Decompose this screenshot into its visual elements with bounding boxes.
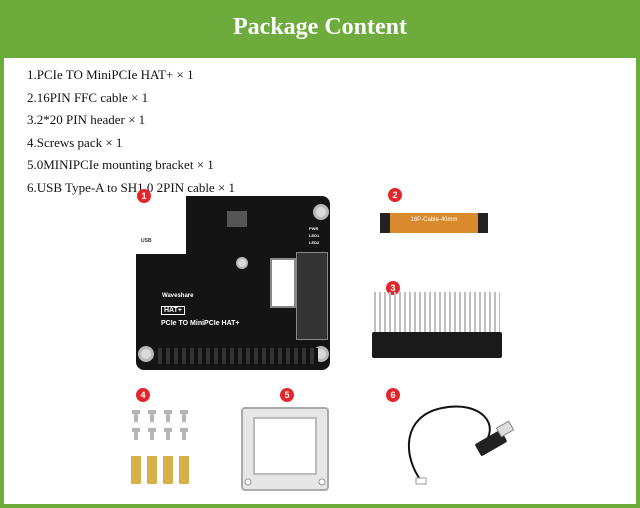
list-item: 5.0MINIPCIe mounting bracket × 1 — [27, 157, 214, 172]
usb-label: USB — [141, 238, 152, 244]
usb-cable-image — [408, 405, 515, 485]
pins — [374, 292, 500, 338]
badge-6: 6 — [386, 388, 400, 402]
mount-hole — [236, 257, 248, 269]
brand-label: Waveshare — [162, 293, 194, 299]
list-item: 3.2*20 PIN header × 1 — [27, 112, 146, 127]
pin-base — [372, 332, 502, 358]
inductor — [227, 211, 247, 227]
header-bar: Package Content — [0, 0, 640, 58]
badge-5: 5 — [280, 388, 294, 402]
badge-3: 3 — [386, 281, 400, 295]
badge-1: 1 — [137, 189, 151, 203]
mount-hole — [138, 346, 154, 362]
board-name-label: PCIe TO MiniPCIe HAT+ — [161, 320, 240, 327]
led1-label: LED1 — [309, 233, 320, 238]
list-item: 2.16PIN FFC cable × 1 — [27, 89, 149, 105]
pin-header-image — [372, 292, 502, 366]
cable-label: 16P-Cable-40mm — [410, 217, 458, 223]
ffc-cable-image: 16P-Cable-40mm — [380, 213, 488, 233]
mount-hole — [313, 204, 329, 220]
page-title: Package Content — [233, 14, 407, 40]
pwr-label: PWR — [309, 226, 319, 231]
badge-2: 2 — [388, 188, 402, 202]
gpio-header — [158, 348, 318, 364]
badge-4: 4 — [136, 388, 150, 402]
mounting-bracket-image — [241, 407, 329, 491]
board-notch — [136, 196, 186, 254]
hat-label: HAT+ — [161, 306, 185, 315]
list-item: 1.PCIe TO MiniPCIe HAT+ × 1 — [27, 67, 194, 82]
list-item: 6.USB Type-A to SH1.0 2PIN cable × 1 — [27, 179, 236, 195]
minipcie-slot — [296, 252, 328, 340]
screws-pack-image — [131, 410, 189, 484]
list-item: 4.Screws pack × 1 — [27, 134, 123, 150]
led2-label: LED2 — [309, 240, 320, 245]
ffc-connector — [270, 258, 296, 308]
package-list: 1.PCIe TO MiniPCIe HAT+ × 1 2.16PIN FFC … — [27, 64, 235, 199]
